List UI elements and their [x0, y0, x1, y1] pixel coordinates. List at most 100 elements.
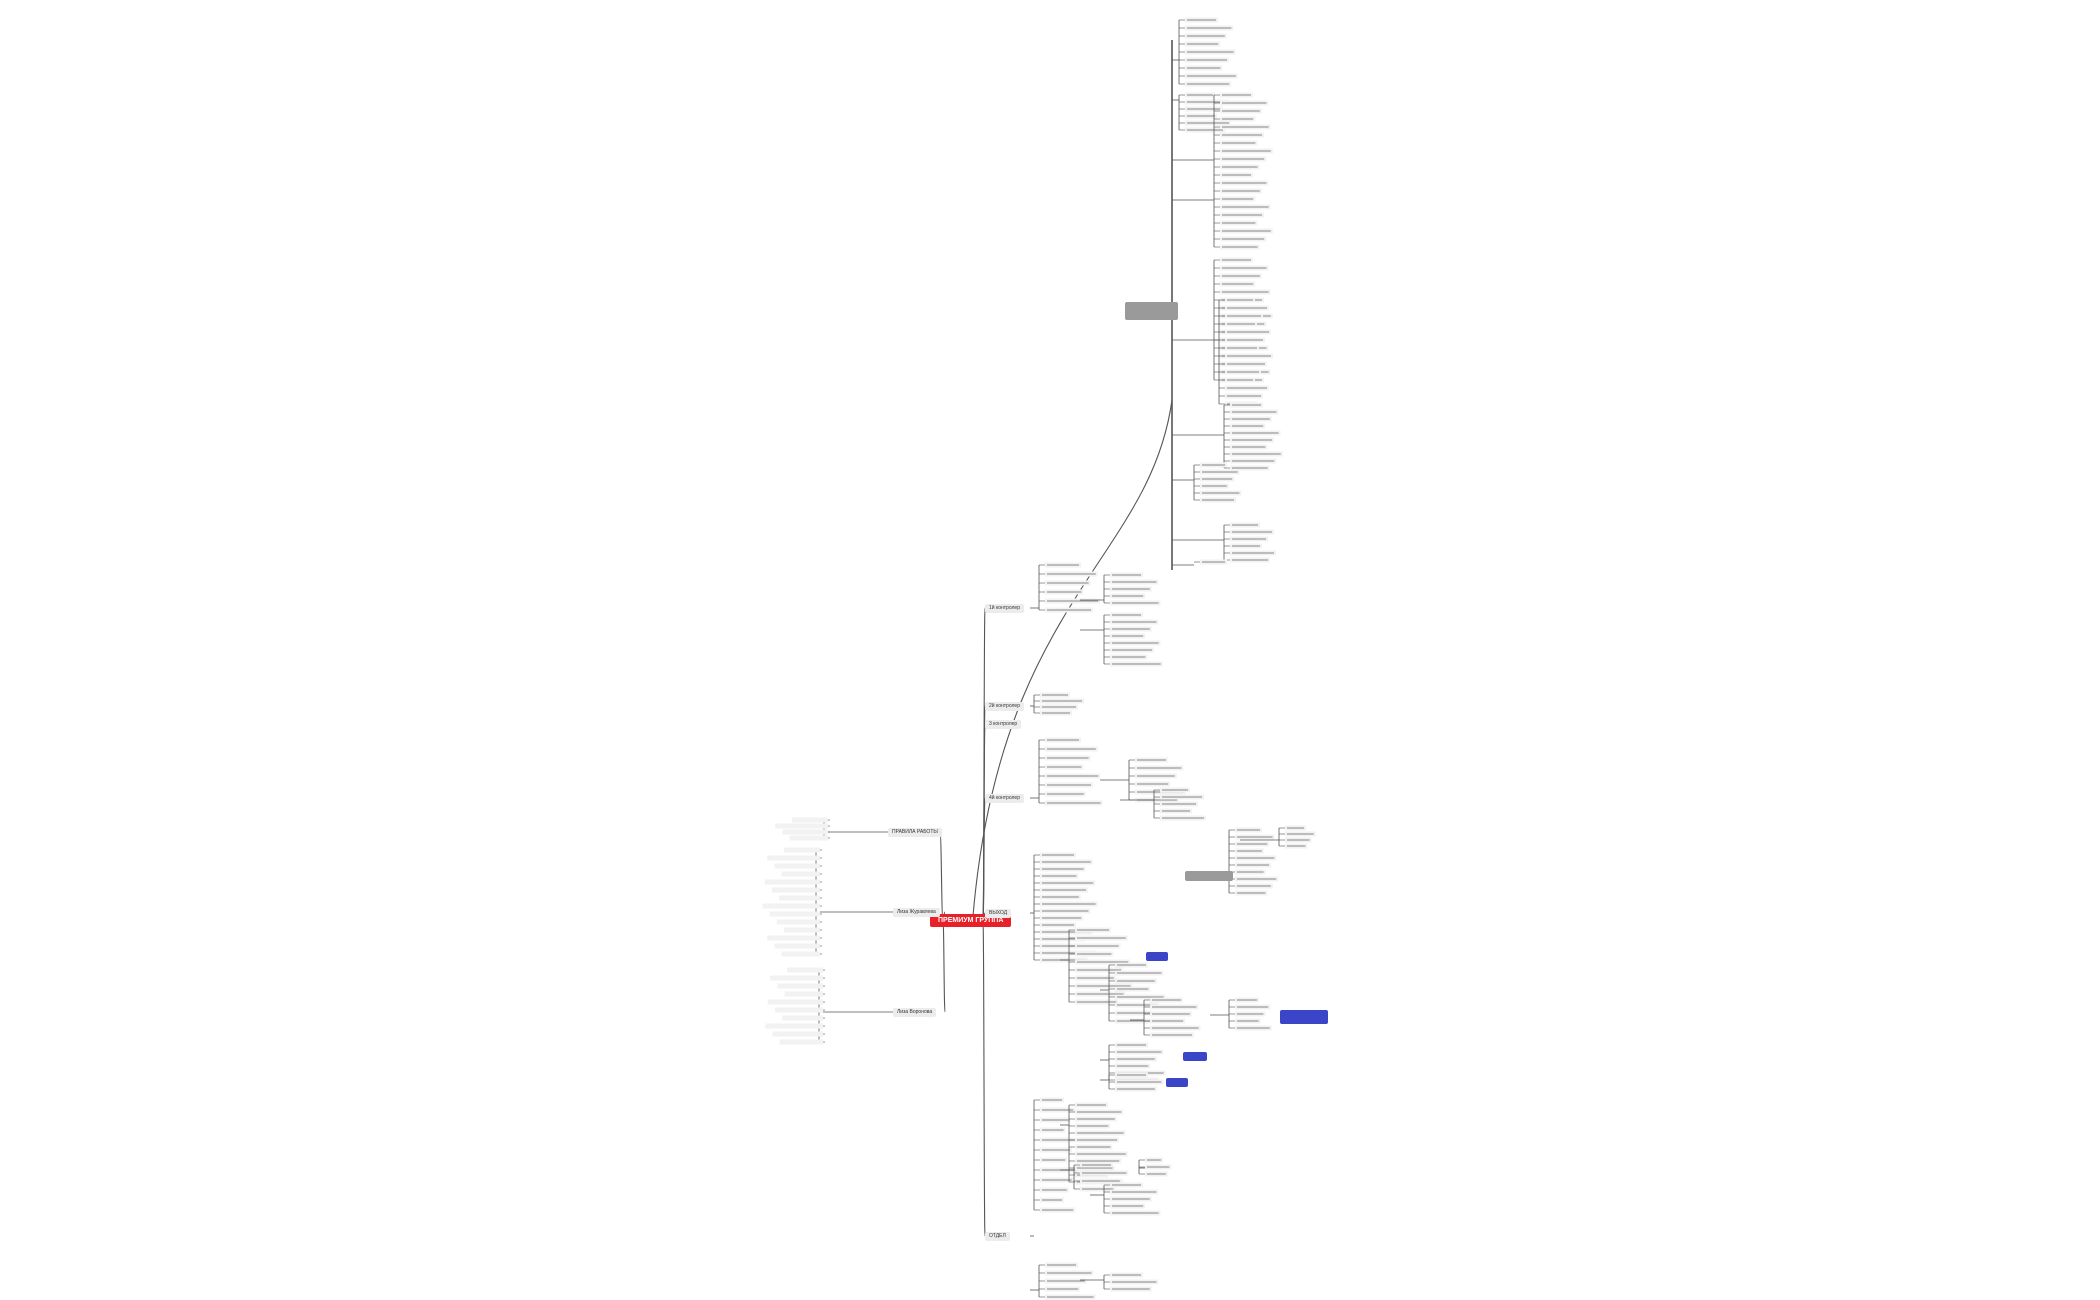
- leaf-text: [1077, 1001, 1117, 1003]
- highlight-node-exit[interactable]: [1185, 871, 1233, 881]
- leaf-node[interactable]: [770, 975, 823, 981]
- leaf-text: [1077, 953, 1112, 955]
- leaf-node[interactable]: [769, 911, 820, 917]
- leaf-text: [1237, 1027, 1270, 1029]
- leaf-node[interactable]: [772, 1031, 823, 1037]
- leaf-text: [1222, 126, 1269, 128]
- leaf-text: [1287, 833, 1314, 835]
- leaf-text: [1112, 635, 1144, 637]
- leaf-node[interactable]: [784, 847, 820, 853]
- leaf-text: [1232, 439, 1272, 441]
- blue-node-1[interactable]: [1146, 952, 1168, 961]
- leaf-text: [1232, 552, 1274, 554]
- leaf-text: [1117, 1020, 1166, 1022]
- leaf-node[interactable]: [781, 951, 820, 957]
- branch-liza-zhuravleva[interactable]: Лиза Журавлева: [893, 908, 940, 917]
- leaf-text: [1222, 283, 1254, 285]
- branch-controller-2[interactable]: 2й контролер: [985, 702, 1024, 711]
- leaf-text: [1222, 291, 1269, 293]
- leaf-node[interactable]: [784, 927, 820, 933]
- leaf-node[interactable]: [792, 817, 828, 823]
- leaf-text: [1117, 1081, 1162, 1083]
- leaf-node[interactable]: [787, 967, 823, 973]
- leaf-text: [1222, 118, 1254, 120]
- leaf-text: [1077, 929, 1109, 931]
- leaf-text: [1112, 642, 1159, 644]
- leaf-node[interactable]: [782, 1015, 823, 1021]
- highlight-node-top[interactable]: [1125, 302, 1178, 320]
- leaf-text: [1147, 1166, 1170, 1168]
- leaf-text: [1047, 1280, 1085, 1282]
- leaf-text: [1077, 945, 1119, 947]
- leaf-node[interactable]: [789, 835, 828, 841]
- leaf-text: [1187, 59, 1227, 61]
- leaf-text: [1042, 712, 1070, 714]
- leaf-text: [1112, 663, 1161, 665]
- leaf-node[interactable]: [762, 903, 820, 909]
- leaf-node[interactable]: [767, 855, 820, 861]
- leaf-text: [1222, 174, 1251, 176]
- leaf-text: [1112, 656, 1146, 658]
- leaf-node[interactable]: [767, 935, 820, 941]
- leaf-text: [1042, 917, 1082, 919]
- leaf-text: [1187, 75, 1236, 77]
- leaf-text: [1187, 51, 1234, 53]
- branch-exit[interactable]: ВЫХОД: [985, 909, 1012, 918]
- leaf-node[interactable]: [784, 991, 823, 997]
- leaf-node[interactable]: [775, 1007, 823, 1013]
- leaf-node[interactable]: [776, 919, 820, 925]
- leaf-text: [1187, 67, 1221, 69]
- leaf-text: [1237, 1020, 1259, 1022]
- leaf-text: [1047, 573, 1096, 575]
- leaf-text: [1042, 1199, 1062, 1201]
- leaf-text: [1117, 980, 1155, 982]
- leaf-text: [1222, 182, 1267, 184]
- leaf-node[interactable]: [782, 829, 828, 835]
- leaf-node[interactable]: [774, 943, 820, 949]
- blue-node-3[interactable]: [1183, 1052, 1207, 1061]
- leaf-text: [1222, 267, 1267, 269]
- leaf-node[interactable]: [764, 879, 820, 885]
- leaf-text: [1077, 1167, 1113, 1169]
- branch-controller-1[interactable]: 1й контролер: [985, 604, 1024, 613]
- leaf-text: [1237, 836, 1273, 838]
- leaf-node[interactable]: [779, 1039, 823, 1045]
- leaf-text: [1042, 938, 1084, 940]
- branch-liza-voronova[interactable]: Лиза Воронова: [893, 1008, 937, 1017]
- leaf-text: [1222, 158, 1265, 160]
- leaf-text: [1082, 1188, 1114, 1190]
- leaf-node[interactable]: [774, 863, 820, 869]
- branch-controller-4[interactable]: 4й контролер: [985, 794, 1024, 803]
- leaf-text: [1227, 307, 1267, 309]
- leaf-text: [1042, 952, 1094, 954]
- leaf-node[interactable]: [781, 871, 820, 877]
- leaf-text: [1162, 789, 1188, 791]
- leaf-text: [1227, 323, 1255, 325]
- leaf-text: [1237, 864, 1269, 866]
- leaf-text: [1202, 561, 1225, 563]
- leaf-text: [1047, 766, 1082, 768]
- blue-node-4[interactable]: [1166, 1078, 1188, 1087]
- leaf-text: [1237, 892, 1266, 894]
- leaf-node[interactable]: [772, 887, 820, 893]
- leaf-node[interactable]: [779, 895, 820, 901]
- leaf-node[interactable]: [775, 823, 828, 829]
- leaf-node[interactable]: [777, 983, 823, 989]
- branch-department[interactable]: ОТДЕЛ: [985, 1232, 1010, 1241]
- leaf-text: [1227, 347, 1257, 349]
- leaf-text: [1202, 499, 1234, 501]
- leaf-text: [1112, 1274, 1141, 1276]
- leaf-text: [1042, 910, 1089, 912]
- leaf-text: [1137, 759, 1166, 761]
- blue-node-2[interactable]: [1280, 1010, 1328, 1024]
- leaf-text: [1152, 1027, 1199, 1029]
- leaf-text: [1202, 485, 1227, 487]
- leaf-text: [1117, 1012, 1151, 1014]
- leaf-node[interactable]: [765, 1023, 823, 1029]
- leaf-text: [1042, 1099, 1062, 1101]
- branch-controller-3[interactable]: 3 контролер: [985, 720, 1022, 729]
- leaf-text: [1077, 977, 1114, 979]
- leaf-node[interactable]: [767, 999, 823, 1005]
- branch-rules[interactable]: ПРАВИЛА РАБОТЫ: [888, 828, 942, 837]
- leaf-text: [1077, 1146, 1111, 1148]
